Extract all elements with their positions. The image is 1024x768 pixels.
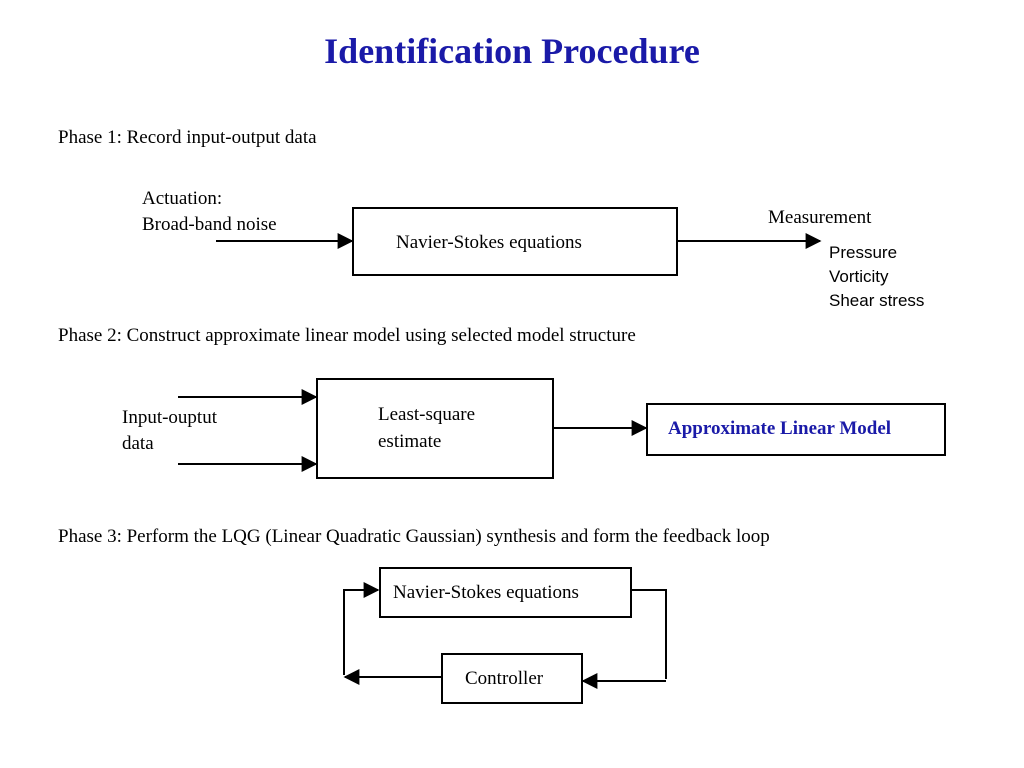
actuation-noise-label: Broad-band noise [142, 214, 277, 235]
feedback-connector [343, 582, 380, 675]
navier-stokes-box-phase1-label: Navier-Stokes equations [396, 232, 582, 253]
approximate-linear-model-label: Approximate Linear Model [668, 418, 892, 439]
navier-stokes-box-phase1: Navier-Stokes equations [352, 207, 678, 276]
actuation-label: Actuation: [142, 188, 223, 209]
measurement-vorticity: Vorticity [829, 267, 889, 286]
approximate-linear-model-box: Approximate Linear Model [646, 403, 946, 456]
plant-output-connector [632, 589, 667, 679]
measurement-pressure: Pressure [829, 243, 898, 262]
input-output-label: Input-ouptut [122, 407, 217, 428]
least-square-label: Least-square [378, 404, 476, 425]
phase-2-heading: Phase 2: Construct approximate linear mo… [58, 325, 636, 346]
page-title: Identification Procedure [324, 31, 700, 71]
controller-box-label: Controller [465, 668, 544, 689]
measurement-shear-stress: Shear stress [829, 291, 925, 310]
navier-stokes-box-phase3: Navier-Stokes equations [379, 567, 632, 618]
navier-stokes-box-phase3-label: Navier-Stokes equations [393, 582, 579, 603]
phase-1-heading: Phase 1: Record input-output data [58, 127, 317, 148]
least-square-box: Least-square estimate [316, 378, 554, 479]
measurement-label: Measurement [768, 207, 872, 228]
estimate-label: estimate [378, 431, 442, 452]
phase-3-heading: Phase 3: Perform the LQG (Linear Quadrat… [58, 526, 770, 547]
input-output-data-label: data [122, 433, 154, 454]
